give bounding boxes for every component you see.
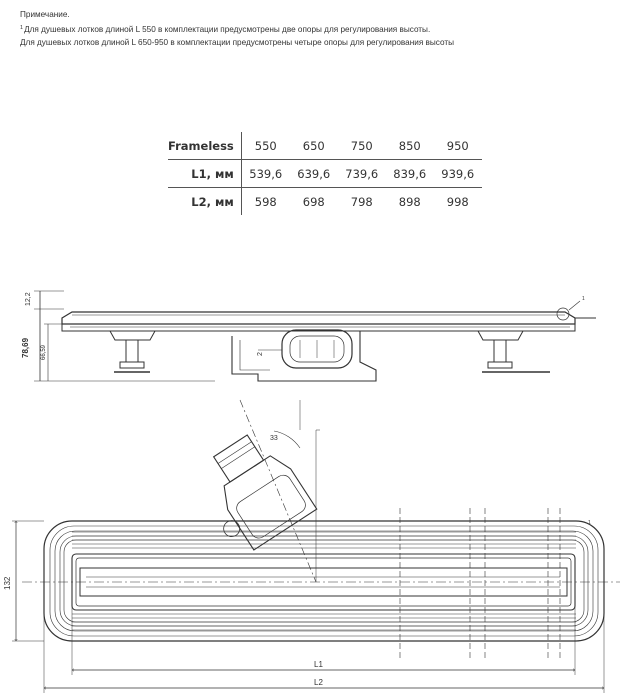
table-row: Frameless 550 650 750 850 950 [168, 132, 482, 160]
table-cell: 639,6 [297, 166, 331, 181]
table-cell: 839,6 [393, 166, 427, 181]
dim-l1: L1 [314, 660, 323, 669]
dim-outlet-angle: 33 [270, 435, 278, 442]
note-2: Для душевых лотков длиной L 650-950 в ко… [20, 38, 454, 47]
table-cell: 939,6 [441, 166, 475, 181]
table-cell: 750 [337, 132, 386, 160]
table-cell: 539,6 [249, 166, 283, 181]
table-row: L2, мм 598 698 798 898 998 [168, 187, 482, 215]
table-cell: 739,6 [345, 166, 379, 181]
callout-plan: 1 [588, 520, 591, 526]
table-cell: 598 [241, 187, 290, 215]
notes-block: Примечание. 1Для душевых лотков длиной L… [20, 8, 454, 50]
table-cell: 850 [385, 132, 434, 160]
dim-inner-height: 66,59 [41, 344, 47, 360]
table-row: L1, мм 539,6 639,6 739,6 839,6 939,6 [168, 159, 482, 188]
notes-heading: Примечание. [20, 10, 70, 19]
table-cell: 950 [433, 132, 482, 160]
table-cell: 650 [289, 132, 338, 160]
row-label: L2, мм [168, 187, 242, 215]
dim-l2: L2 [314, 678, 323, 687]
table-cell: 998 [433, 187, 482, 215]
plan-view [12, 399, 620, 693]
row-label: L1, мм [168, 159, 242, 188]
dim-width: 132 [3, 576, 12, 590]
row-label: Frameless [168, 132, 242, 160]
dim-height-total: 78,69 [21, 337, 30, 358]
table-cell: 798 [337, 187, 386, 215]
dim-small-gap: 2 [257, 352, 264, 356]
note-1: 1Для душевых лотков длиной L 550 в компл… [20, 22, 454, 37]
table-cell: 898 [385, 187, 434, 215]
table-cell: 698 [289, 187, 338, 215]
callout-top: 1 [582, 296, 585, 302]
note-1-marker: 1 [20, 24, 24, 31]
note-1-text: Для душевых лотков длиной L 550 в компле… [24, 24, 431, 34]
table-cell: 550 [241, 132, 290, 160]
size-table: Frameless 550 650 750 850 950 L1, мм 539… [168, 132, 482, 215]
side-view [34, 290, 596, 382]
dim-top-offset: 12,2 [25, 292, 32, 306]
